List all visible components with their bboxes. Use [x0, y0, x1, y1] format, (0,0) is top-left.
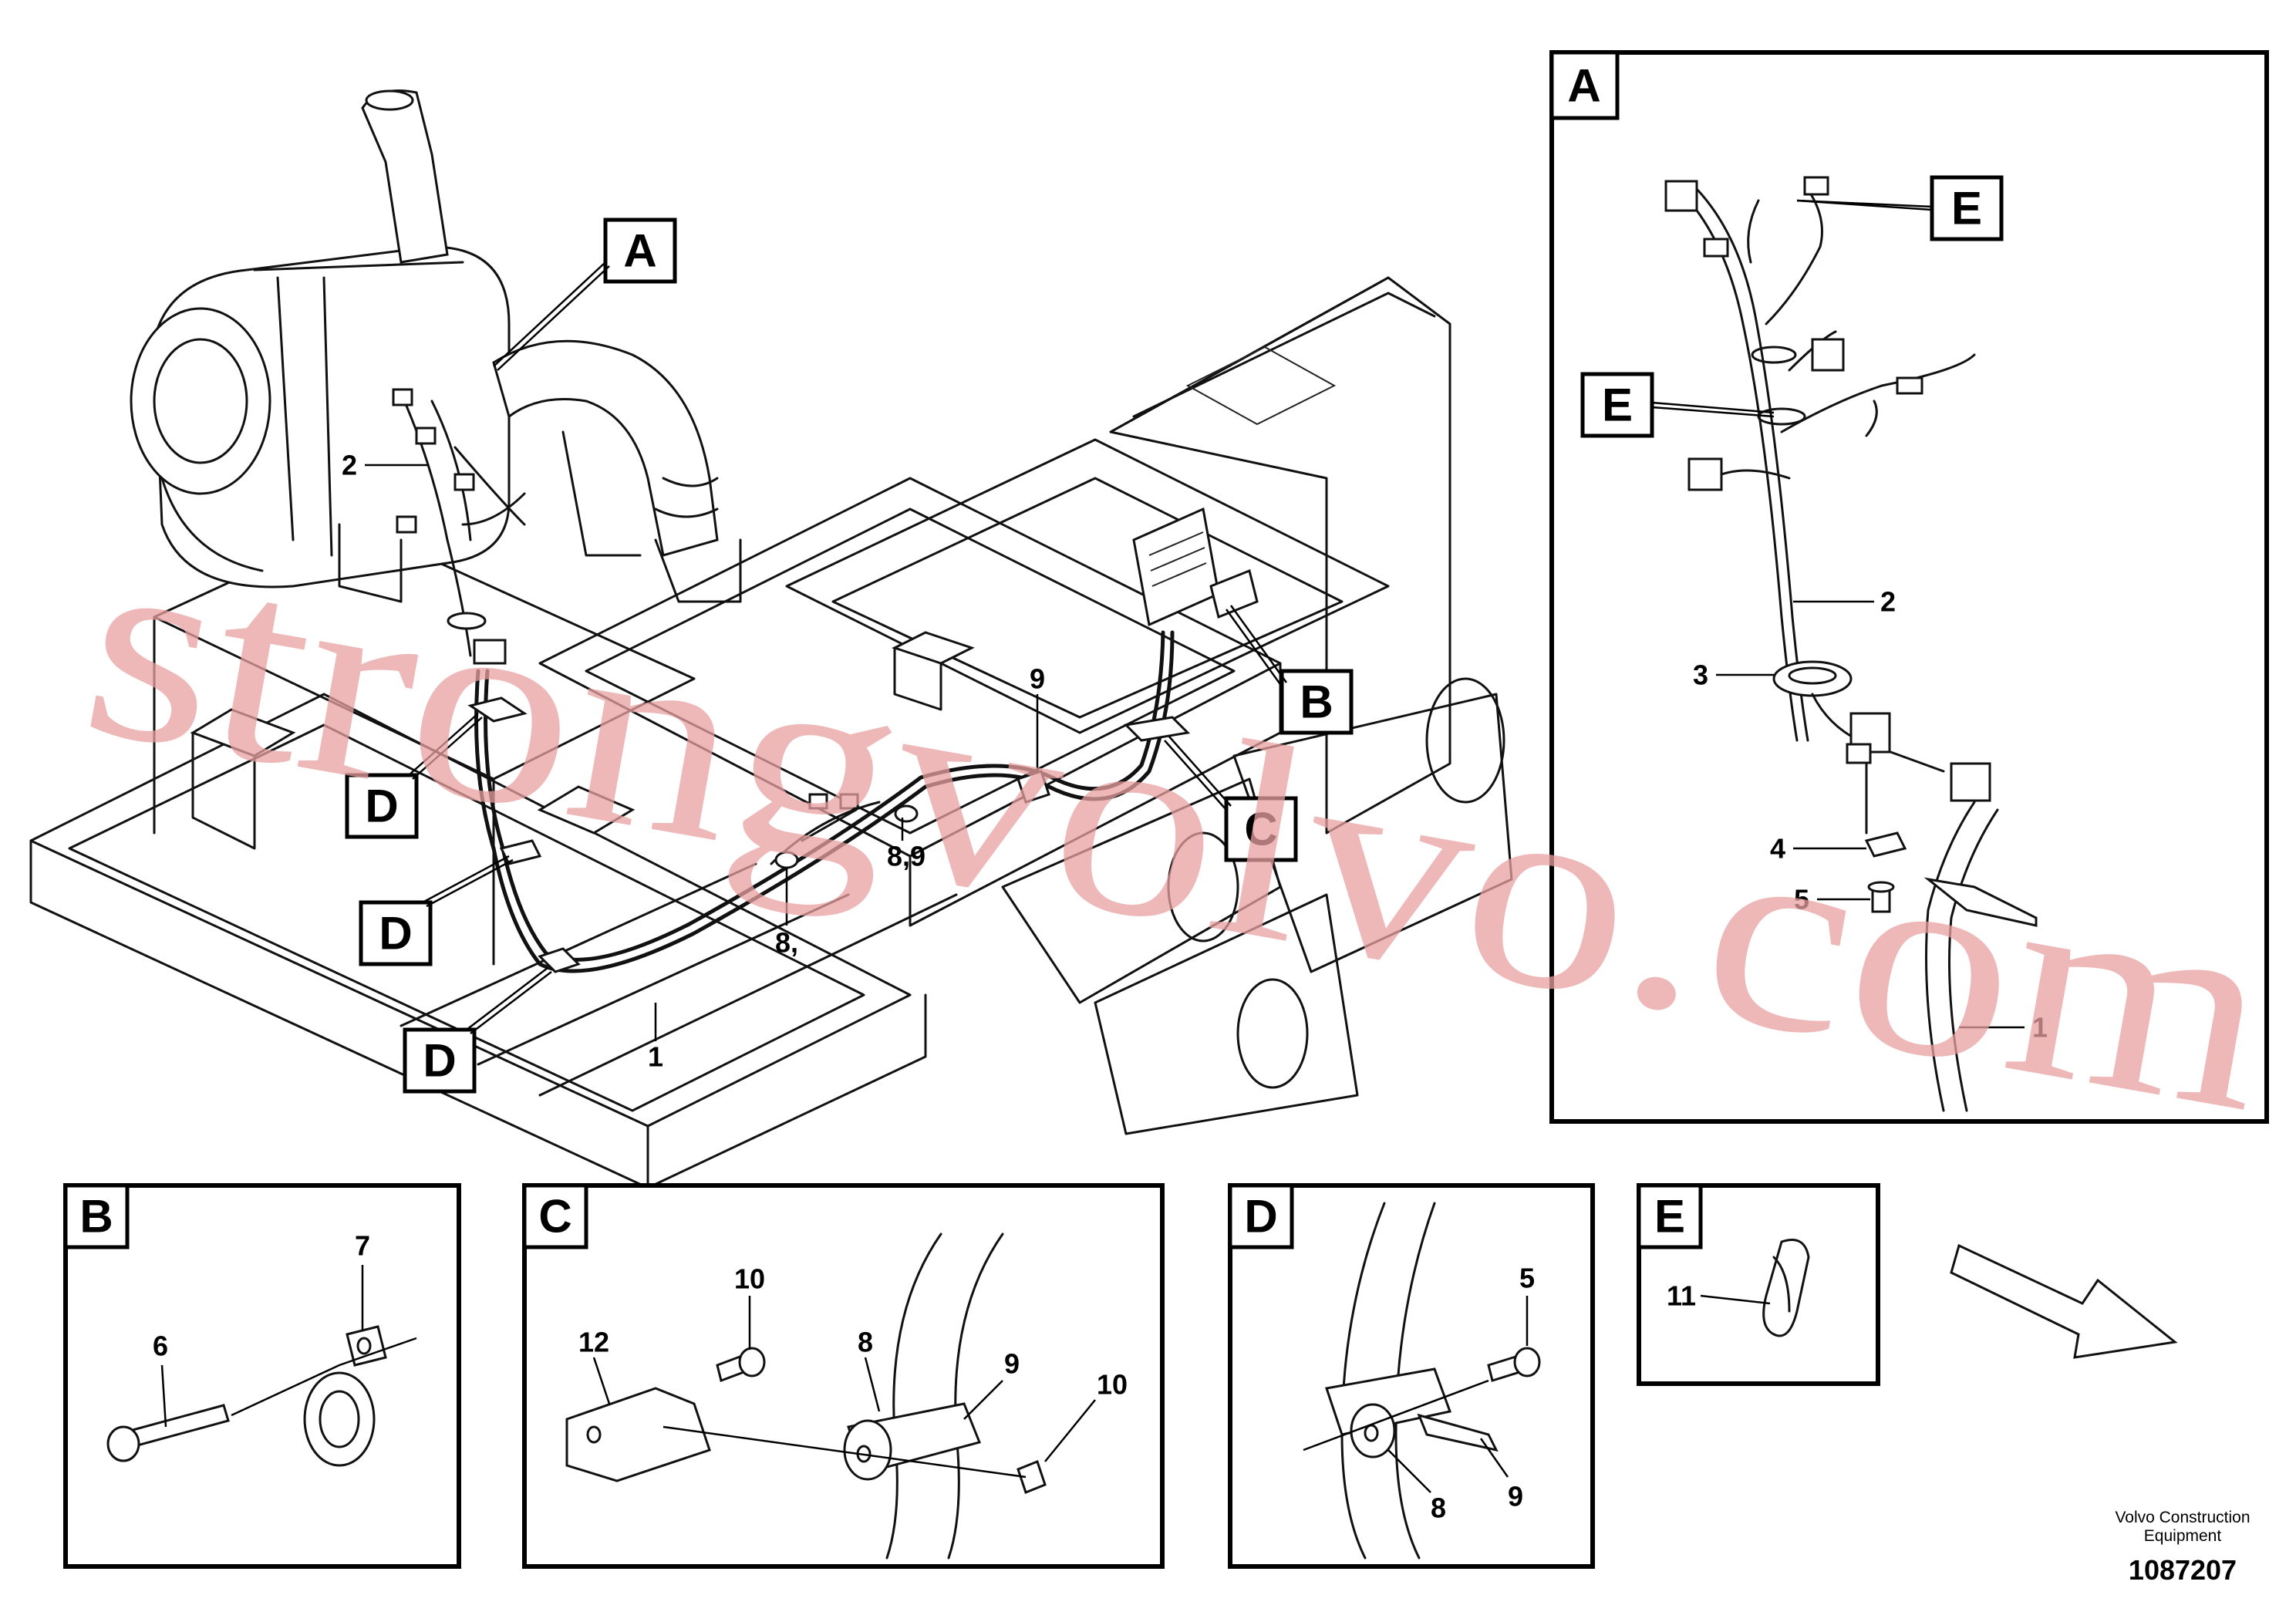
main-label-8-9: 8,9 [887, 841, 925, 872]
panel-e: E 11 [1637, 1183, 1880, 1386]
panel-d: D 5 8 9 [1228, 1183, 1595, 1569]
footer-company-line1: Volvo Construction [2115, 1509, 2250, 1526]
footer: Volvo Construction Equipment 1087207 [2115, 1509, 2250, 1586]
footer-drawing-number: 1087207 [2129, 1554, 2237, 1586]
main-callout-c: C [1244, 804, 1277, 855]
main-label-8: 8, [775, 927, 798, 959]
panel-a: A [1549, 50, 2269, 1124]
panel-d-label-5: 5 [1519, 1263, 1535, 1294]
panel-a-callout-e-top: E [1951, 183, 1982, 234]
main-label-2: 2 [342, 450, 357, 481]
panel-d-label-8: 8 [1431, 1492, 1446, 1524]
footer-company-line2: Equipment [2144, 1527, 2222, 1545]
main-callout-b: B [1300, 676, 1333, 728]
panel-a-label-4: 4 [1770, 833, 1785, 865]
panel-a-callout-e-left: E [1602, 379, 1633, 431]
panel-b-label-7: 7 [355, 1230, 370, 1262]
panel-a-harness [1664, 176, 2038, 1112]
panel-c-label-9: 9 [1004, 1348, 1020, 1380]
panel-b-label-6: 6 [153, 1330, 168, 1362]
main-label-9: 9 [1030, 663, 1045, 695]
panel-a-label-2: 2 [1880, 586, 1896, 618]
main-callout-d-2: D [379, 908, 412, 959]
panel-c: C 12 10 8 9 10 [522, 1183, 1165, 1569]
panel-d-label-9: 9 [1508, 1481, 1523, 1512]
panel-a-label-3: 3 [1693, 659, 1708, 691]
panel-c-label-12: 12 [578, 1327, 609, 1358]
main-callout-d-3: D [423, 1035, 456, 1087]
panel-c-label-10-left: 10 [734, 1263, 765, 1295]
panel-a-label-1: 1 [2032, 1012, 2048, 1044]
forward-direction-arrow-icon [1950, 1243, 2178, 1359]
main-callouts: A B C D D D 2 1 9 8,9 8, [342, 218, 1354, 1094]
main-callout-d-1: D [365, 781, 398, 832]
panel-e-label: E [1654, 1191, 1685, 1243]
panel-e-label-11: 11 [1667, 1280, 1696, 1312]
panel-b: B 6 7 [63, 1183, 461, 1569]
main-assembly-view [29, 89, 1513, 1189]
panel-c-label-8: 8 [858, 1327, 873, 1358]
panel-d-label: D [1244, 1191, 1277, 1243]
panel-c-label-10-right: 10 [1097, 1369, 1128, 1401]
main-callout-a: A [623, 225, 656, 277]
main-label-1: 1 [648, 1041, 663, 1073]
panel-b-label: B [79, 1191, 113, 1243]
panel-a-label-5: 5 [1794, 884, 1809, 916]
panel-a-label: A [1567, 60, 1600, 112]
panel-c-label: C [538, 1191, 571, 1243]
